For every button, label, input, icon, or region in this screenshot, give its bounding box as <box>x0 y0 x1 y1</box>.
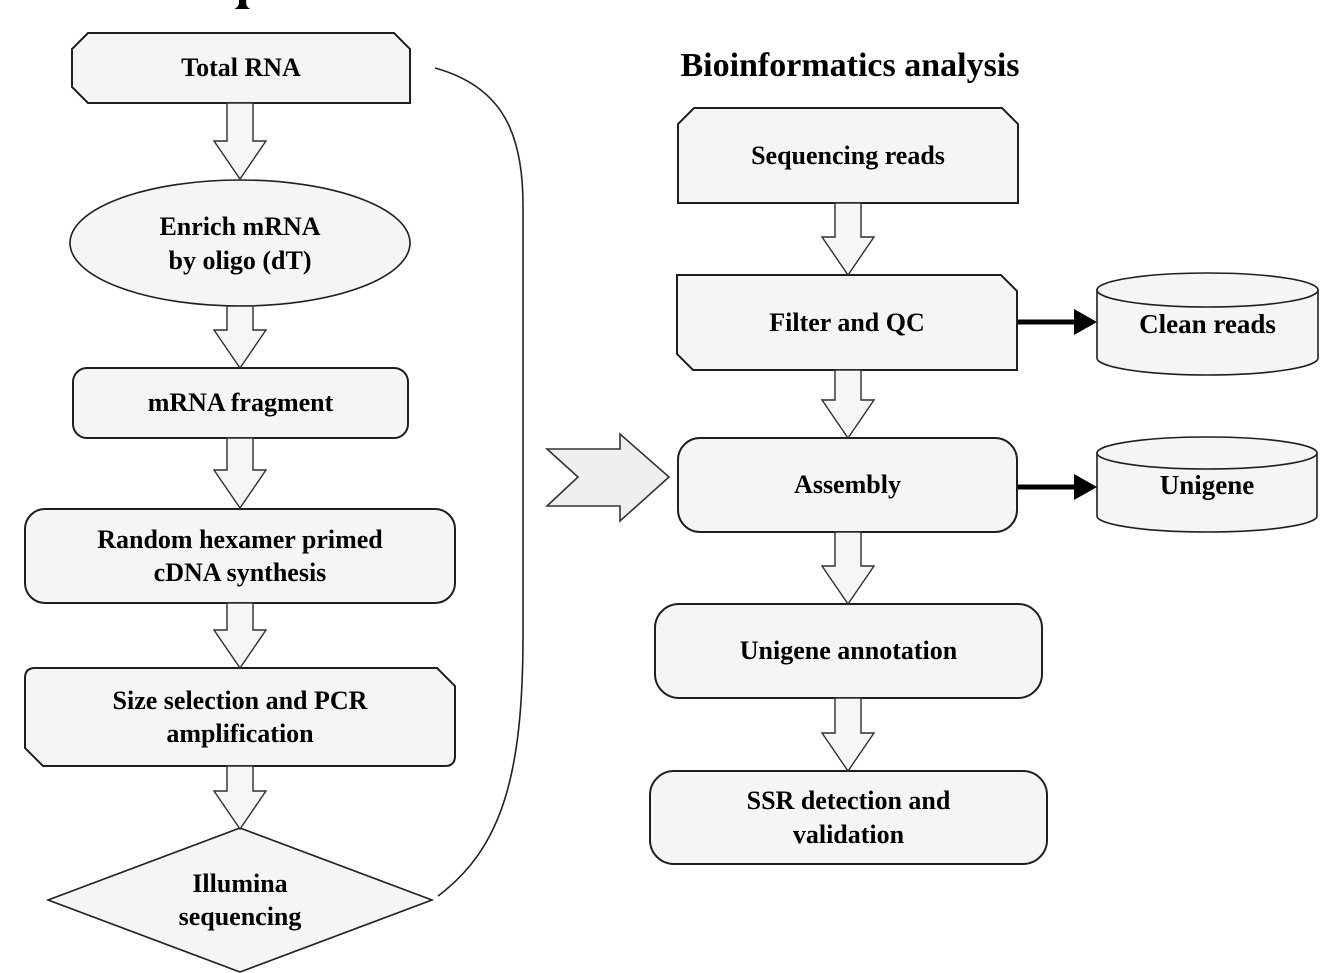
node-assembly-label: Assembly <box>794 470 901 500</box>
down-arrow <box>820 202 876 277</box>
node-size-selection-label: Size selection and PCR amplification <box>112 685 368 748</box>
node-illumina-sequencing-label: Illumina sequencing <box>178 868 302 931</box>
down-arrows-group <box>212 102 876 831</box>
node-filter-qc-shape <box>676 274 1018 371</box>
node-clean-reads-label: Clean reads <box>1139 309 1276 340</box>
down-arrow <box>820 369 876 440</box>
down-arrow <box>212 437 268 510</box>
down-arrow <box>212 102 268 181</box>
arrow-filter-to-clean-reads <box>1018 309 1097 335</box>
cropped-title-descender-fragment <box>234 0 251 9</box>
arrow-assembly-to-unigene <box>1018 474 1097 500</box>
node-unigene-annotation-label: Unigene annotation <box>739 636 958 666</box>
node-size-selection-shape <box>24 667 456 767</box>
node-sequencing-reads-label: Sequencing reads <box>751 140 945 170</box>
node-illumina-sequencing-shape <box>45 827 435 973</box>
node-mrna-fragment-label: mRNA fragment <box>147 388 334 418</box>
curved-connector <box>434 67 524 897</box>
down-arrow <box>820 531 876 606</box>
node-sequencing-reads-shape <box>677 107 1019 204</box>
down-arrow <box>212 305 268 370</box>
down-arrow <box>212 602 268 670</box>
node-unigene-label: Unigene <box>1159 469 1255 500</box>
node-clean-reads-shape <box>1096 272 1319 376</box>
node-unigene-shape <box>1096 436 1318 533</box>
down-arrow <box>820 697 876 773</box>
node-random-hexamer-label: Random hexamer primed cDNA synthesis <box>97 524 383 587</box>
node-total-rna-label: Total RNA <box>181 53 301 83</box>
down-arrow <box>212 765 268 831</box>
node-ssr-detection-label: SSR detection and validation <box>746 786 951 849</box>
bioinformatics-column-title: Bioinformatics analysis <box>680 47 1020 84</box>
node-filter-qc-label: Filter and QC <box>769 307 925 337</box>
node-enrich-mrna-label: Enrich mRNA by oligo (dT) <box>159 212 321 275</box>
big-right-arrow <box>544 432 671 523</box>
